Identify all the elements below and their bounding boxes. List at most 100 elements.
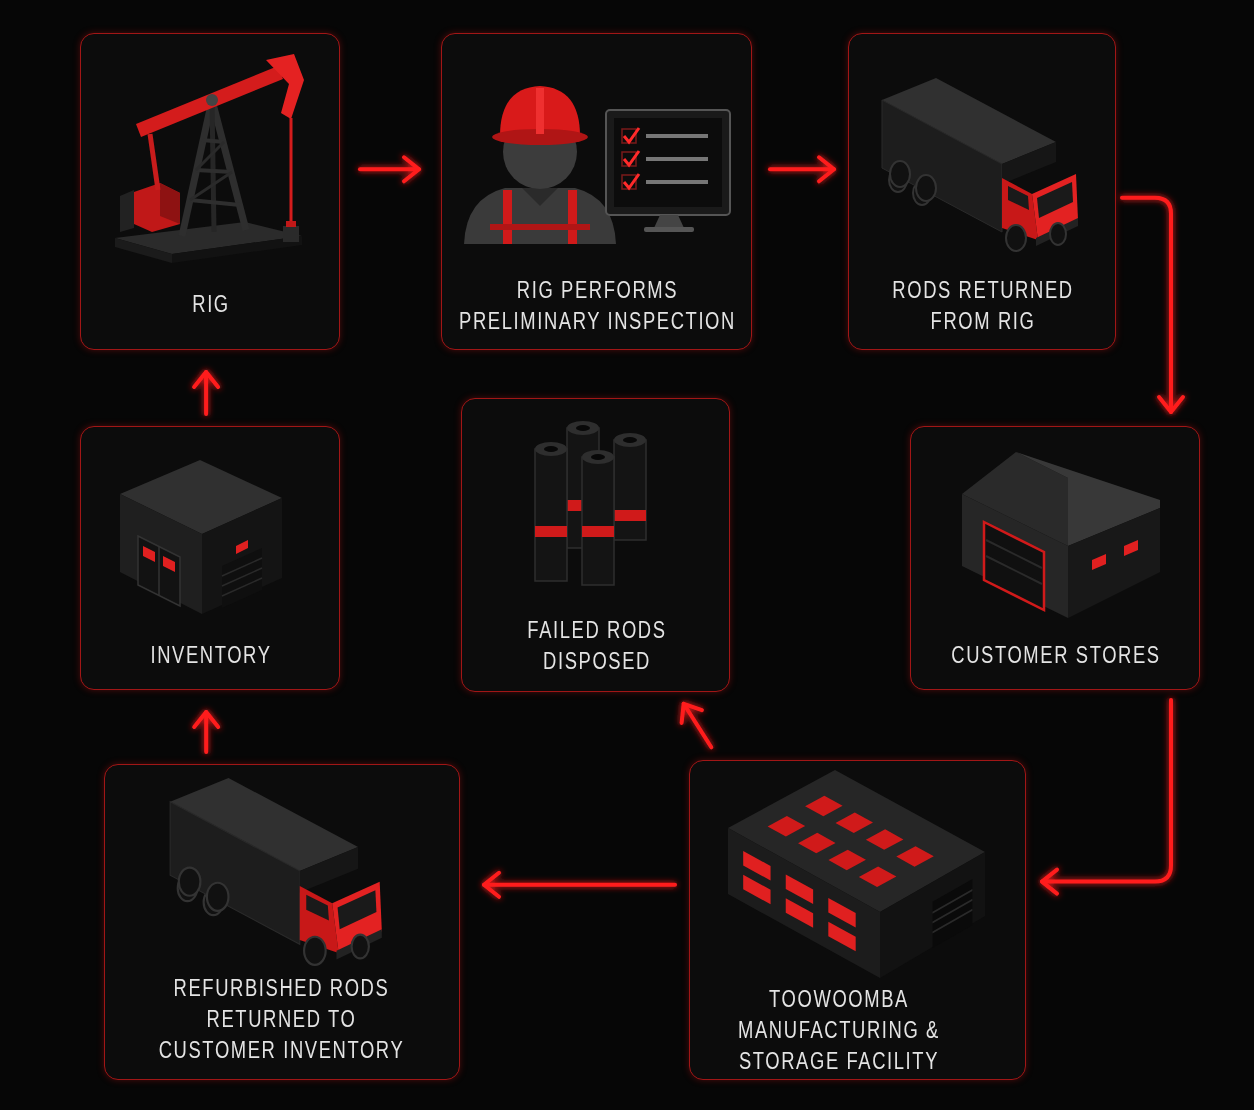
factory-illustration-part-part bbox=[828, 898, 855, 928]
rods-illustration-part-part bbox=[614, 433, 646, 447]
pumpjack-illustration-part bbox=[134, 183, 180, 232]
factory-illustration-part bbox=[743, 851, 855, 951]
factory-illustration-part bbox=[728, 828, 880, 978]
warehouse-illustration-part bbox=[1016, 452, 1160, 546]
inspector-illustration-part bbox=[536, 88, 544, 134]
rods-illustration-part-part bbox=[544, 446, 558, 452]
inspector-illustration-part bbox=[622, 152, 636, 166]
process-box: CUSTOMER STORES bbox=[910, 426, 1200, 690]
arrow-head bbox=[484, 873, 499, 897]
arrow-head bbox=[682, 704, 702, 723]
warehouse-illustration-part bbox=[962, 452, 1068, 546]
warehouse-illustration bbox=[962, 452, 1160, 618]
warehouse-illustration-part bbox=[1092, 554, 1106, 570]
warehouse-illustration-part bbox=[222, 578, 262, 596]
flow-arrow bbox=[484, 873, 675, 897]
pumpjack-illustration-part bbox=[136, 66, 283, 137]
truck-illustration-part bbox=[882, 78, 1078, 251]
pumpjack-illustration-part bbox=[150, 134, 158, 190]
pumpjack-illustration-part bbox=[212, 100, 214, 232]
factory-illustration-part-part bbox=[933, 899, 973, 924]
inspector-illustration-part bbox=[646, 180, 708, 184]
inspector-illustration bbox=[464, 86, 730, 244]
node-label: FAILED RODS DISPOSED bbox=[505, 615, 689, 677]
arrow-line bbox=[360, 167, 419, 171]
arrow-head bbox=[194, 372, 218, 387]
node-label: RIG PERFORMS PRELIMINARY INSPECTION bbox=[452, 275, 744, 337]
pumpjack-illustration-part bbox=[202, 140, 224, 142]
flow-arrow bbox=[1122, 198, 1183, 412]
pumpjack-illustration-part bbox=[196, 142, 224, 170]
rods-illustration-part-part bbox=[576, 425, 590, 431]
node-label: RODS RETURNED FROM RIG bbox=[883, 275, 1083, 337]
pumpjack-illustration-part bbox=[160, 183, 180, 224]
rods-illustration-part-part bbox=[567, 421, 599, 435]
factory-illustration-part-part bbox=[859, 866, 897, 887]
inspector-illustration-part bbox=[646, 134, 708, 138]
warehouse-illustration-part bbox=[158, 546, 160, 596]
factory-illustration-part-part bbox=[835, 813, 873, 834]
inspector-illustration-part bbox=[624, 174, 639, 188]
rods-illustration-part-part bbox=[614, 510, 646, 521]
pumpjack-illustration-part bbox=[196, 170, 232, 172]
rods-illustration-part-part bbox=[623, 437, 637, 443]
warehouse-illustration-part bbox=[143, 546, 155, 562]
flow-arrow bbox=[194, 372, 218, 414]
arrow-line bbox=[484, 883, 675, 887]
flow-arrow bbox=[770, 157, 834, 181]
inspector-illustration-part bbox=[503, 190, 512, 244]
inspector-illustration-part bbox=[654, 215, 684, 228]
pumpjack-illustration-part bbox=[212, 100, 246, 230]
arrow-line bbox=[1042, 700, 1171, 882]
inspector-illustration-part bbox=[646, 157, 708, 161]
warehouse-illustration-part bbox=[986, 540, 1042, 568]
rods-illustration-part bbox=[582, 450, 614, 585]
arrow-head bbox=[1042, 870, 1057, 894]
pumpjack-illustration-part bbox=[120, 190, 134, 232]
factory-illustration-part-part bbox=[896, 846, 934, 867]
warehouse-illustration-part bbox=[1068, 508, 1160, 618]
inspector-illustration-part bbox=[492, 129, 588, 145]
pumpjack-illustration-part bbox=[190, 200, 240, 205]
factory-illustration-part-part bbox=[933, 879, 973, 948]
process-box: RIG bbox=[80, 33, 340, 350]
factory-illustration-part-part bbox=[743, 851, 770, 881]
inspector-illustration-part bbox=[464, 188, 616, 244]
factory-illustration-part bbox=[768, 796, 934, 887]
factory-illustration-part-part bbox=[743, 875, 770, 905]
factory-illustration-part-part bbox=[933, 909, 973, 934]
warehouse-illustration-part bbox=[138, 536, 180, 606]
pumpjack-illustration-part bbox=[115, 222, 302, 254]
rods-illustration-part-part bbox=[535, 526, 567, 537]
arrow-head bbox=[194, 712, 218, 727]
pumpjack-illustration-part bbox=[266, 54, 304, 119]
inspector-illustration-part bbox=[614, 118, 722, 207]
warehouse-illustration-part bbox=[236, 540, 248, 554]
arrow-line bbox=[770, 167, 834, 171]
factory-illustration-part-part bbox=[805, 796, 843, 817]
warehouse-illustration-part bbox=[1124, 540, 1138, 556]
factory-illustration-part bbox=[880, 852, 985, 978]
node-label: INVENTORY bbox=[111, 640, 311, 671]
pumpjack-illustration-part bbox=[290, 118, 293, 228]
arrow-line bbox=[204, 372, 208, 414]
inspector-illustration-part bbox=[522, 188, 558, 206]
factory-illustration-part-part bbox=[798, 833, 836, 854]
rods-illustration-part-part bbox=[591, 454, 605, 460]
warehouse-illustration-part bbox=[120, 460, 282, 534]
process-box: FAILED RODS DISPOSED bbox=[461, 398, 730, 692]
rods-illustration-part-part bbox=[567, 500, 599, 511]
inspector-illustration-part bbox=[624, 128, 639, 142]
pumpjack-illustration-part bbox=[172, 236, 302, 263]
rods-illustration-part bbox=[567, 421, 599, 548]
process-box: REFURBISHED RODS RETURNED TO CUSTOMER IN… bbox=[104, 764, 460, 1080]
pumpjack-illustration-part bbox=[190, 172, 232, 200]
process-box: TOOWOOMBA MANUFACTURING & STORAGE FACILI… bbox=[689, 760, 1026, 1080]
inspector-illustration-part bbox=[622, 129, 636, 143]
factory-illustration-part bbox=[728, 770, 985, 912]
rods-illustration-part bbox=[535, 442, 567, 581]
rods-illustration-part-part bbox=[582, 457, 614, 585]
warehouse-illustration-part bbox=[163, 556, 175, 572]
flow-arrow bbox=[194, 712, 218, 752]
